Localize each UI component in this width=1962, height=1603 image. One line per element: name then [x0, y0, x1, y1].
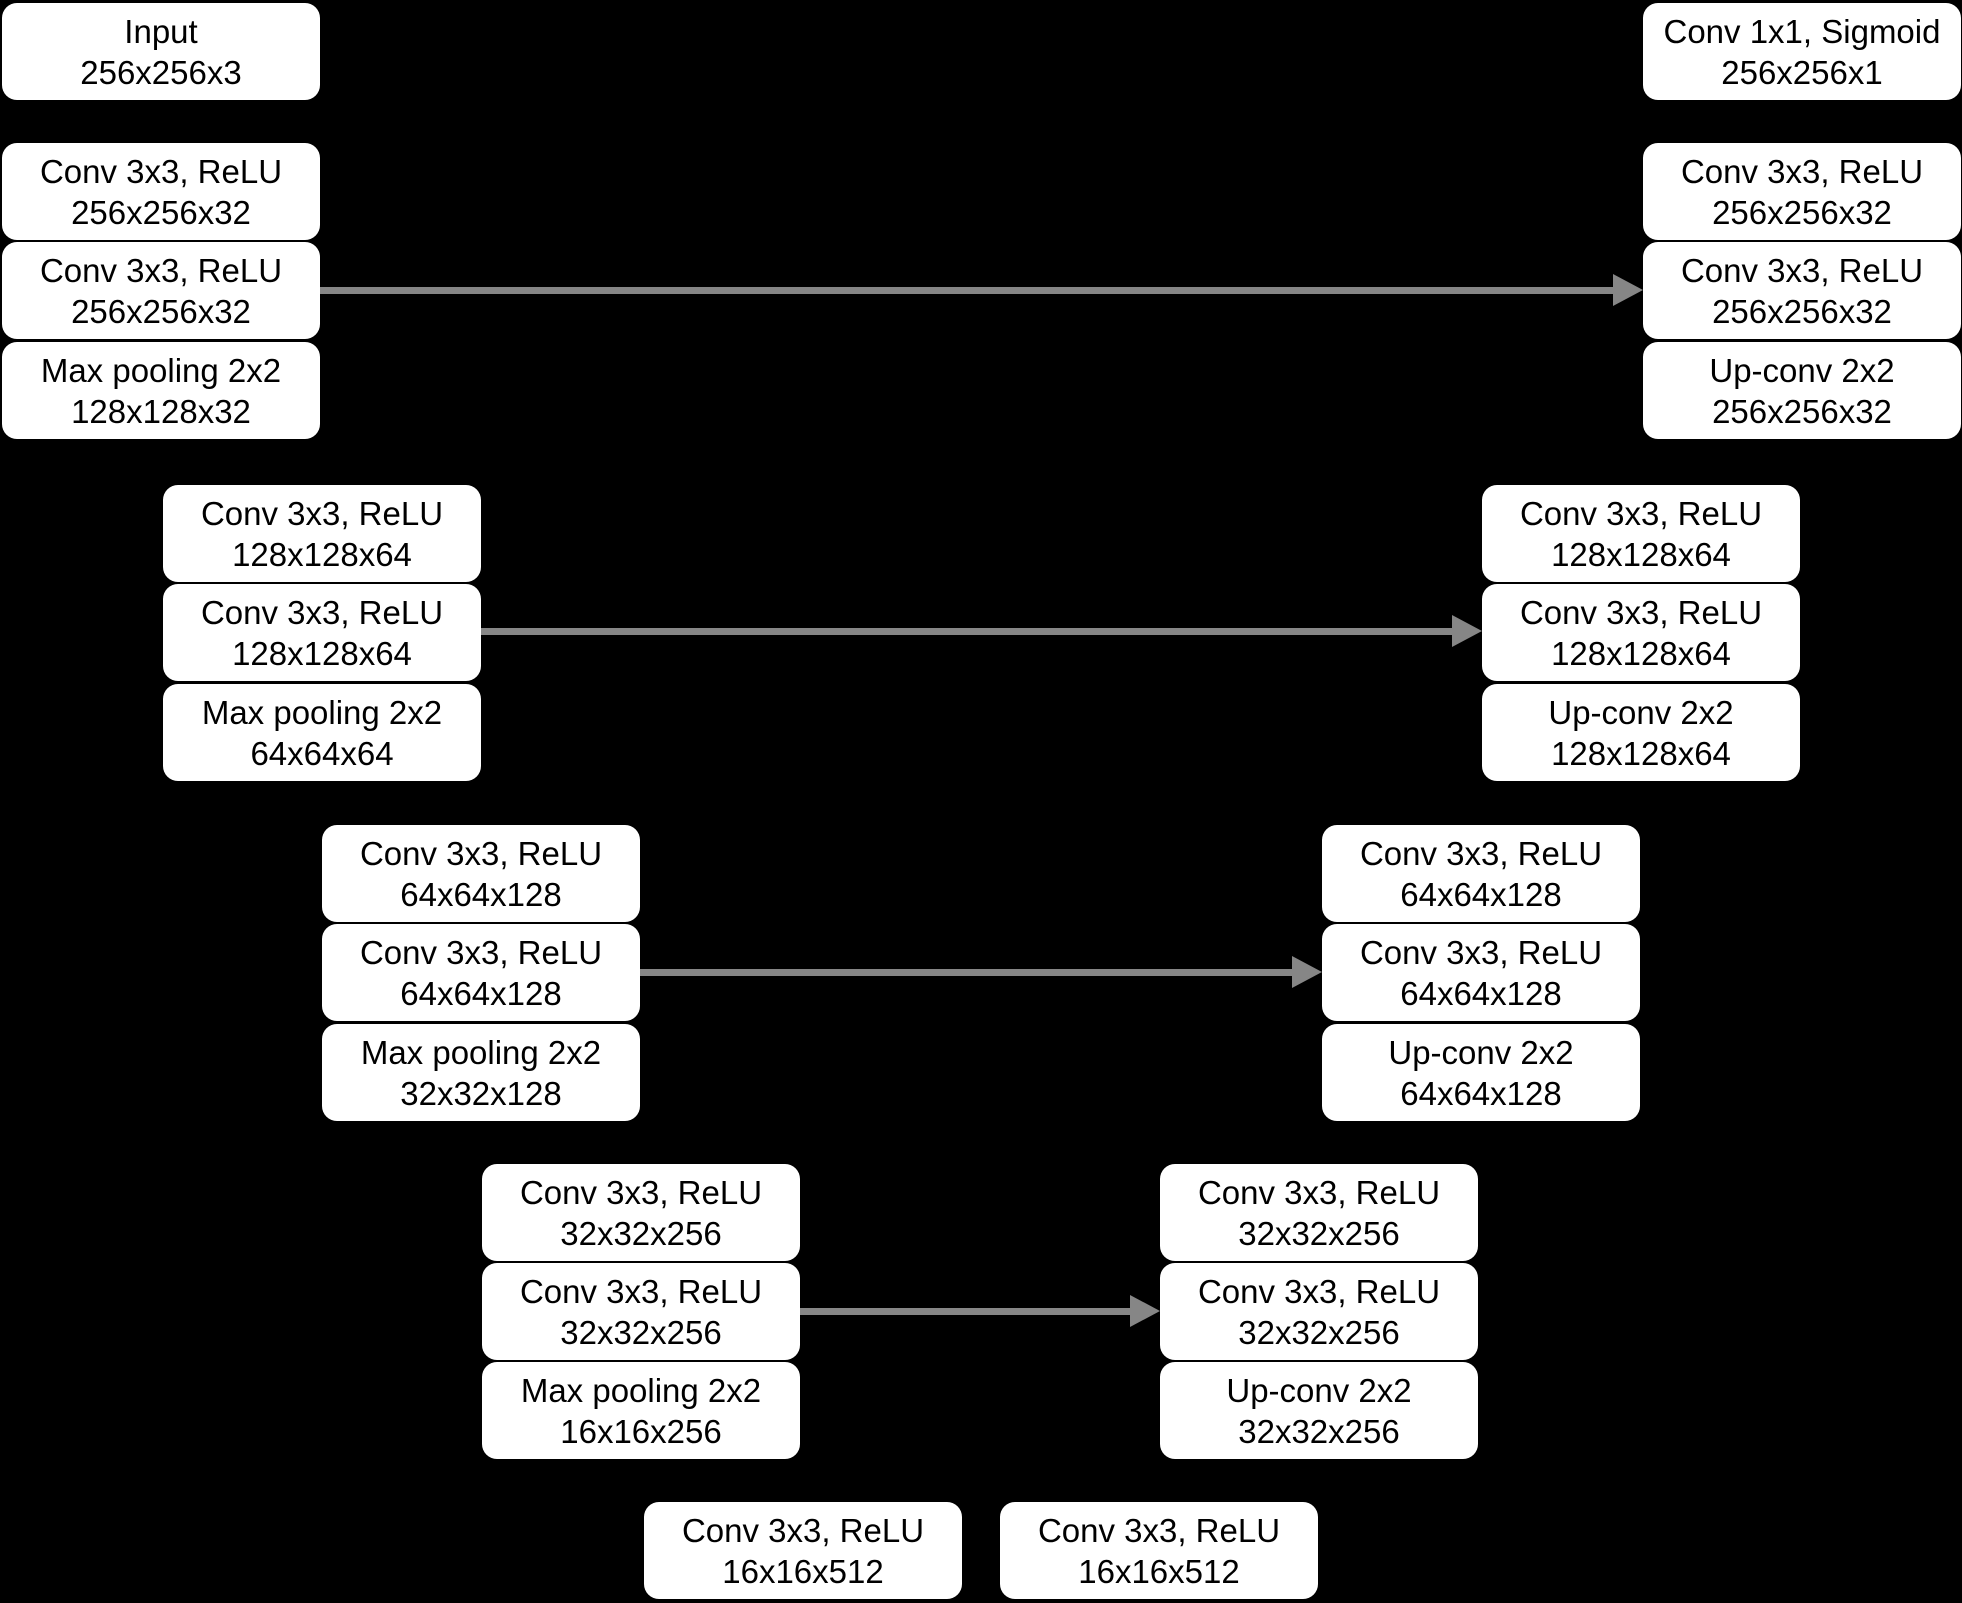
decoder-l1-upconv: Up-conv 2x2 256x256x32 [1643, 342, 1961, 439]
node-label: Max pooling 2x2 [40, 351, 282, 389]
node-label: Conv 3x3, ReLU [1519, 494, 1763, 532]
skip-connection-arrow-level4 [800, 1295, 1160, 1327]
decoder-l2-conv1: Conv 3x3, ReLU 128x128x64 [1482, 485, 1800, 582]
decoder-l1-conv2: Conv 3x3, ReLU 256x256x32 [1643, 242, 1961, 339]
node-label: Conv 3x3, ReLU [1197, 1173, 1441, 1211]
node-label: Conv 3x3, ReLU [1680, 251, 1924, 289]
encoder-l1-conv1: Conv 3x3, ReLU 256x256x32 [2, 143, 320, 240]
node-label: Conv 3x3, ReLU [359, 933, 603, 971]
node-label: Conv 1x1, Sigmoid [1663, 12, 1941, 50]
node-dims: 16x16x512 [1078, 1552, 1240, 1590]
node-label: Max pooling 2x2 [360, 1033, 602, 1071]
bottleneck-conv2: Conv 3x3, ReLU 16x16x512 [1000, 1502, 1318, 1599]
node-label: Conv 3x3, ReLU [200, 593, 444, 631]
encoder-l2-conv2: Conv 3x3, ReLU 128x128x64 [163, 584, 481, 681]
node-dims: 128x128x32 [71, 392, 251, 430]
node-dims: 256x256x32 [71, 292, 251, 330]
node-label: Up-conv 2x2 [1548, 693, 1734, 731]
decoder-l2-conv2: Conv 3x3, ReLU 128x128x64 [1482, 584, 1800, 681]
node-dims: 32x32x256 [560, 1214, 722, 1252]
node-label: Conv 3x3, ReLU [519, 1272, 763, 1310]
node-dims: 128x128x64 [232, 535, 412, 573]
decoder-l4-conv1: Conv 3x3, ReLU 32x32x256 [1160, 1164, 1478, 1261]
node-dims: 64x64x128 [400, 875, 562, 913]
node-label: Conv 3x3, ReLU [1680, 152, 1924, 190]
node-label: Conv 3x3, ReLU [519, 1173, 763, 1211]
node-label: Input [124, 12, 198, 50]
encoder-l2-maxpool: Max pooling 2x2 64x64x64 [163, 684, 481, 781]
node-dims: 64x64x128 [400, 974, 562, 1012]
node-dims: 256x256x1 [1721, 53, 1883, 91]
node-dims: 32x32x128 [400, 1074, 562, 1112]
node-dims: 32x32x256 [1238, 1412, 1400, 1450]
decoder-l4-conv2: Conv 3x3, ReLU 32x32x256 [1160, 1263, 1478, 1360]
node-label: Conv 3x3, ReLU [1197, 1272, 1441, 1310]
node-dims: 128x128x64 [1551, 535, 1731, 573]
encoder-l2-conv1: Conv 3x3, ReLU 128x128x64 [163, 485, 481, 582]
encoder-l1-maxpool: Max pooling 2x2 128x128x32 [2, 342, 320, 439]
node-dims: 128x128x64 [232, 634, 412, 672]
decoder-l1-conv1: Conv 3x3, ReLU 256x256x32 [1643, 143, 1961, 240]
input-box: Input 256x256x3 [2, 3, 320, 100]
node-label: Max pooling 2x2 [520, 1371, 762, 1409]
decoder-l3-upconv: Up-conv 2x2 64x64x128 [1322, 1024, 1640, 1121]
skip-connection-arrow-level1 [320, 274, 1643, 306]
node-dims: 256x256x32 [1712, 193, 1892, 231]
node-dims: 64x64x64 [250, 734, 394, 772]
node-dims: 256x256x3 [80, 53, 242, 91]
node-dims: 64x64x128 [1400, 875, 1562, 913]
encoder-l4-conv2: Conv 3x3, ReLU 32x32x256 [482, 1263, 800, 1360]
node-label: Conv 3x3, ReLU [200, 494, 444, 532]
encoder-l3-maxpool: Max pooling 2x2 32x32x128 [322, 1024, 640, 1121]
decoder-l4-upconv: Up-conv 2x2 32x32x256 [1160, 1362, 1478, 1459]
encoder-l4-conv1: Conv 3x3, ReLU 32x32x256 [482, 1164, 800, 1261]
output-box: Conv 1x1, Sigmoid 256x256x1 [1643, 3, 1961, 100]
encoder-l3-conv2: Conv 3x3, ReLU 64x64x128 [322, 924, 640, 1021]
node-label: Conv 3x3, ReLU [39, 251, 283, 289]
node-label: Up-conv 2x2 [1709, 351, 1895, 389]
node-dims: 32x32x256 [560, 1313, 722, 1351]
node-label: Conv 3x3, ReLU [39, 152, 283, 190]
node-label: Conv 3x3, ReLU [681, 1511, 925, 1549]
decoder-l3-conv1: Conv 3x3, ReLU 64x64x128 [1322, 825, 1640, 922]
node-dims: 64x64x128 [1400, 1074, 1562, 1112]
node-label: Conv 3x3, ReLU [1037, 1511, 1281, 1549]
node-dims: 16x16x512 [722, 1552, 884, 1590]
encoder-l1-conv2: Conv 3x3, ReLU 256x256x32 [2, 242, 320, 339]
decoder-l2-upconv: Up-conv 2x2 128x128x64 [1482, 684, 1800, 781]
bottleneck-conv1: Conv 3x3, ReLU 16x16x512 [644, 1502, 962, 1599]
node-label: Up-conv 2x2 [1388, 1033, 1574, 1071]
node-dims: 128x128x64 [1551, 734, 1731, 772]
node-label: Conv 3x3, ReLU [359, 834, 603, 872]
encoder-l3-conv1: Conv 3x3, ReLU 64x64x128 [322, 825, 640, 922]
node-dims: 128x128x64 [1551, 634, 1731, 672]
node-dims: 32x32x256 [1238, 1214, 1400, 1252]
node-dims: 256x256x32 [1712, 292, 1892, 330]
node-label: Max pooling 2x2 [201, 693, 443, 731]
node-dims: 16x16x256 [560, 1412, 722, 1450]
node-label: Conv 3x3, ReLU [1519, 593, 1763, 631]
node-dims: 256x256x32 [1712, 392, 1892, 430]
node-dims: 32x32x256 [1238, 1313, 1400, 1351]
skip-connection-arrow-level2 [481, 615, 1482, 647]
node-dims: 256x256x32 [71, 193, 251, 231]
node-label: Up-conv 2x2 [1226, 1371, 1412, 1409]
node-label: Conv 3x3, ReLU [1359, 933, 1603, 971]
node-dims: 64x64x128 [1400, 974, 1562, 1012]
decoder-l3-conv2: Conv 3x3, ReLU 64x64x128 [1322, 924, 1640, 1021]
encoder-l4-maxpool: Max pooling 2x2 16x16x256 [482, 1362, 800, 1459]
skip-connection-arrow-level3 [640, 956, 1322, 988]
node-label: Conv 3x3, ReLU [1359, 834, 1603, 872]
